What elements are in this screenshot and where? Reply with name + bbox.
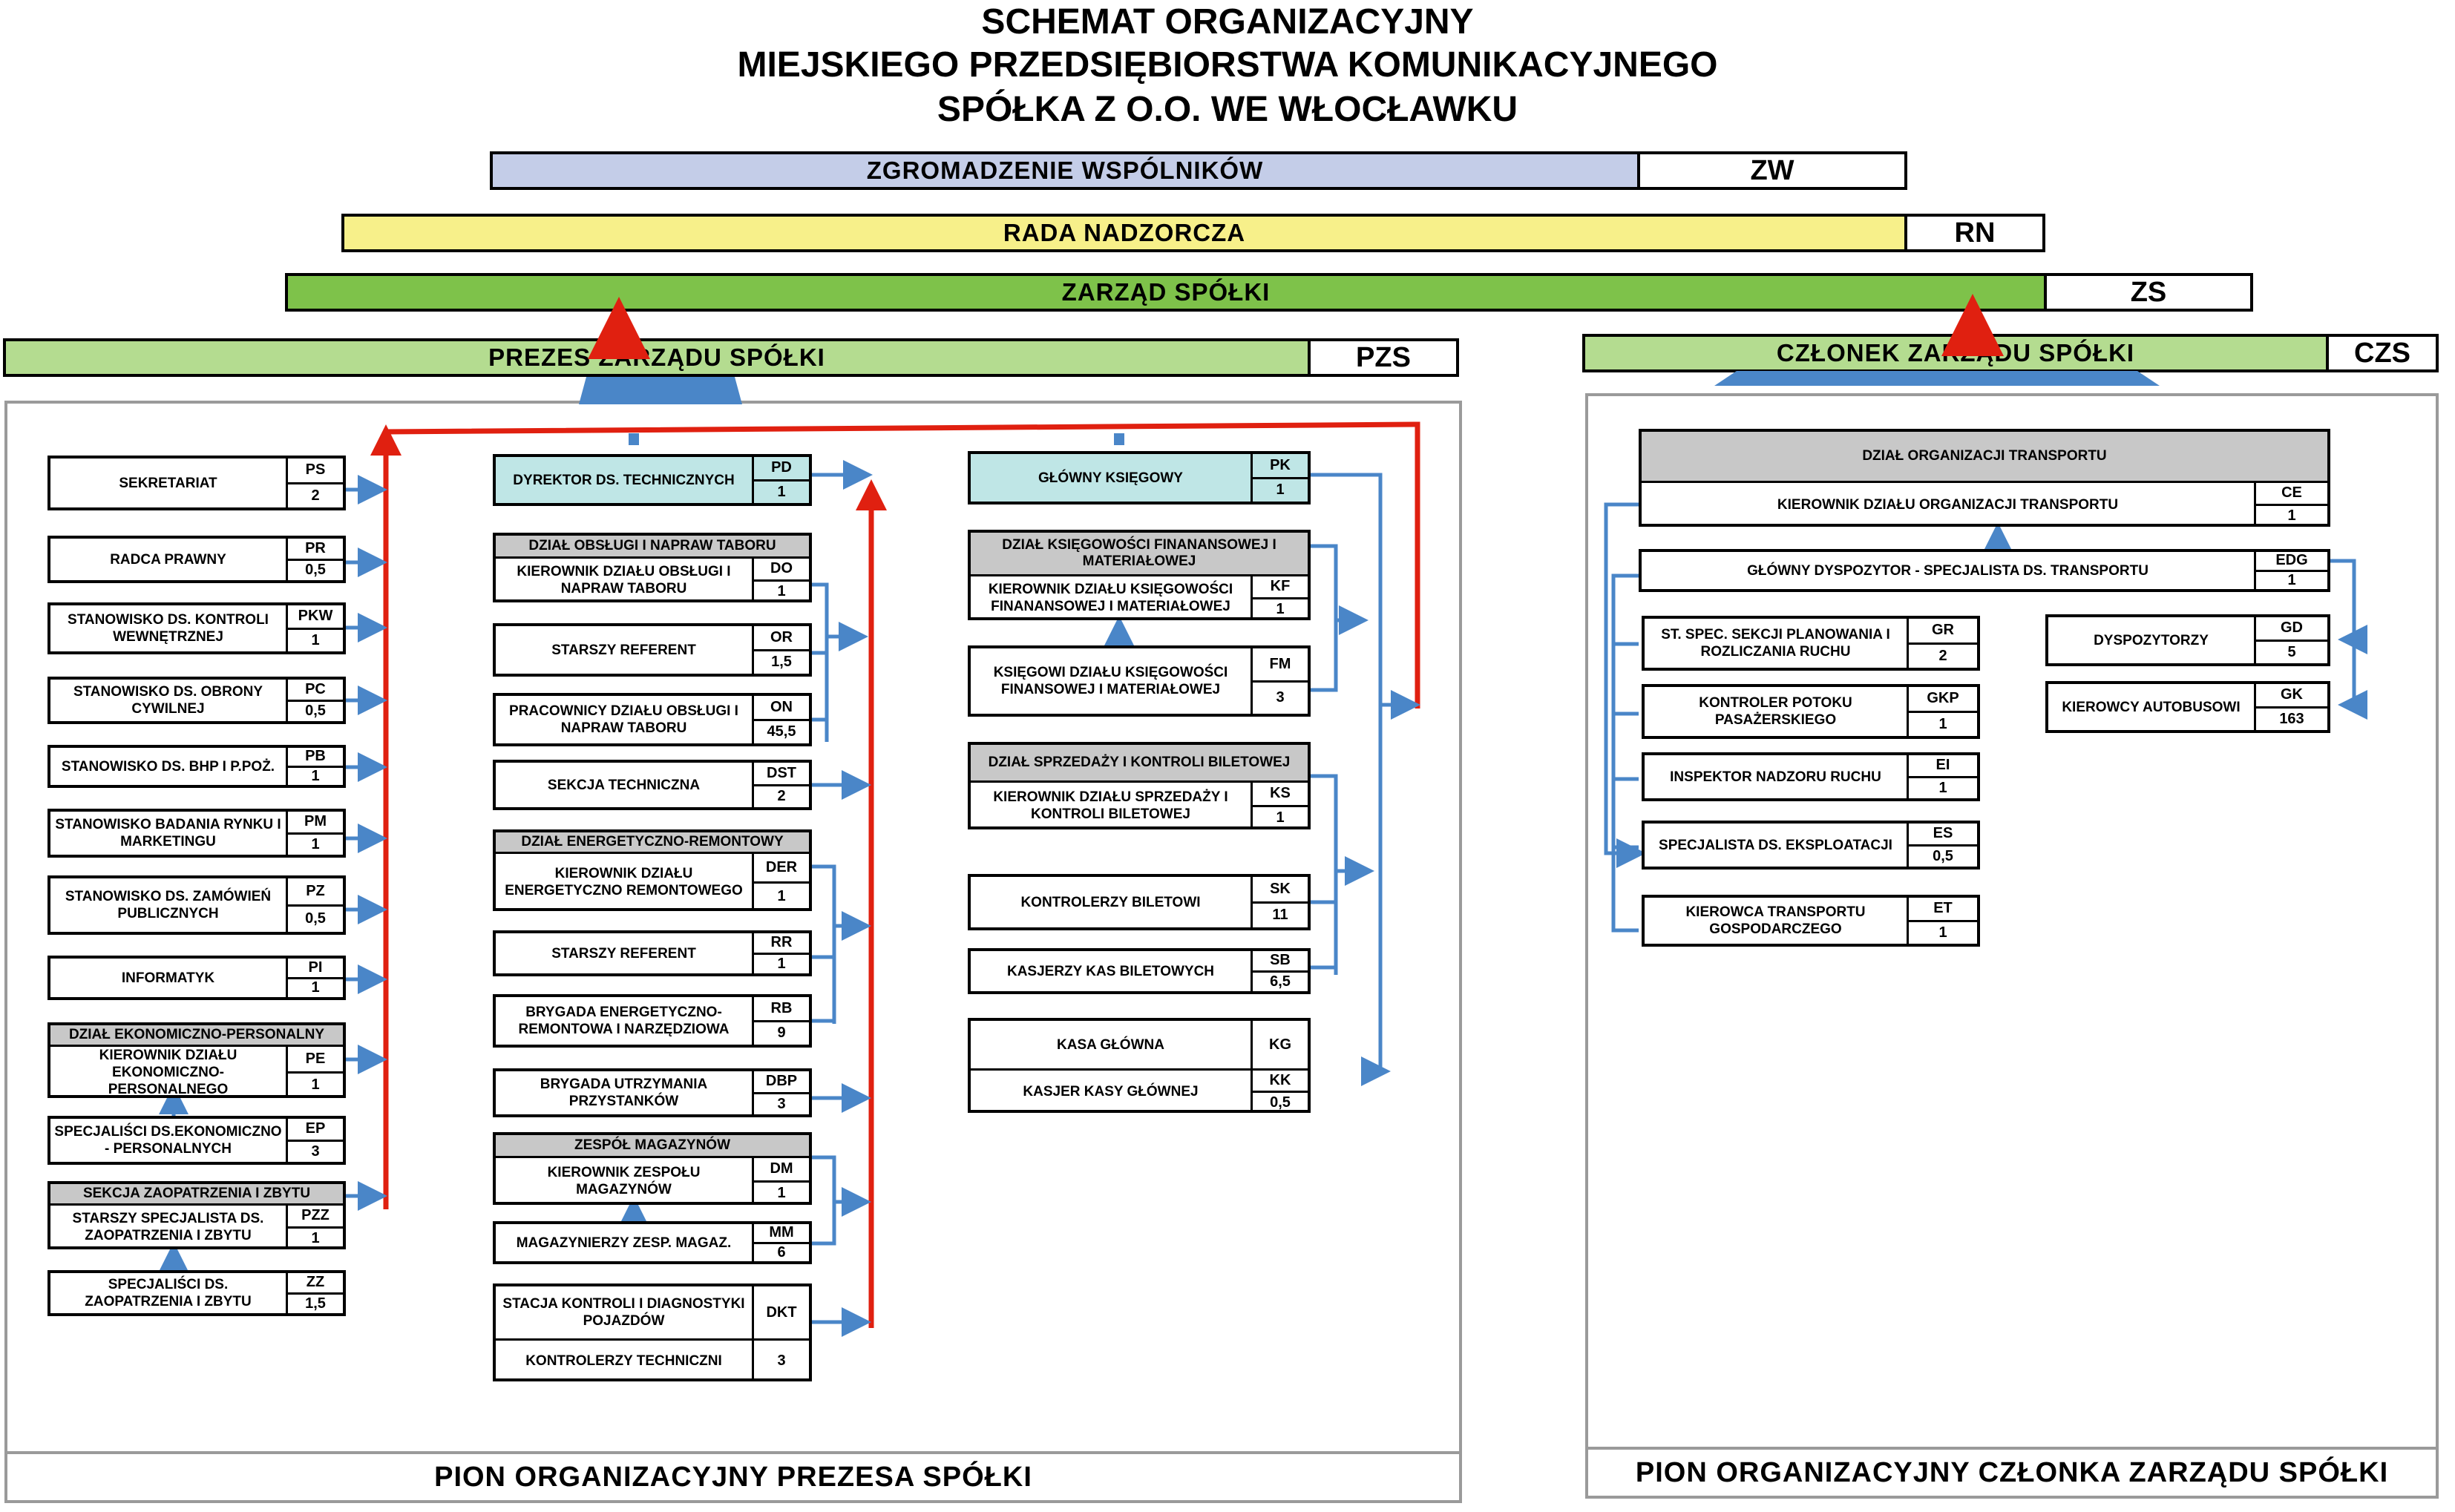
czs-code: CZS [2326,334,2439,372]
rn-code: RN [1904,214,2045,252]
dept-ksiegowosci: DZIAŁ KSIĘGOWOŚCI FINANANSOWEJ I MATERIA… [968,530,1311,620]
position-box: BRYGADA ENERGETYCZNO-REMONTOWA I NARZĘDZ… [493,994,812,1048]
glowny-dyspozytor-box: GŁÓWNY DYSPOZYTOR - SPECJALISTA DS. TRAN… [1639,549,2330,592]
pzs-code: PZS [1308,338,1459,377]
dept-ekonomiczno-personalny: DZIAŁ EKONOMICZNO-PERSONALNY KIEROWNIK D… [47,1022,346,1098]
pion-czlonka-label: PION ORGANIZACYJNY CZŁONKA ZARZĄDU SPÓŁK… [1585,1447,2439,1499]
stacja-kontroli-box: STACJA KONTROLI I DIAGNOSTYKI POJAZDÓW D… [493,1283,812,1381]
dept-energetyczno-remontowy: DZIAŁ ENERGETYCZNO-REMONTOWY KIEROWNIK D… [493,829,812,911]
position-box: STANOWISKO BADANIA RYNKU I MARKETINGU PM… [47,809,346,858]
position-box: ST. SPEC. SEKCJI PLANOWANIA I ROZLICZANI… [1642,616,1980,671]
red-distribution-line [383,421,1420,1209]
position-box: KSIĘGOWI DZIAŁU KSIĘGOWOŚCI FINANSOWEJ I… [968,645,1311,717]
pzs-bar: PREZES ZARZĄDU SPÓŁKI [3,338,1311,377]
zw-code: ZW [1637,151,1907,190]
chart-title-line1: SCHEMAT ORGANIZACYJNY [981,2,1474,42]
dept-zaopatrzenia: SEKCJA ZAOPATRZENIA I ZBYTU STARSZY SPEC… [47,1181,346,1249]
position-box: PRACOWNICY DZIAŁU OBSŁUGI I NAPRAW TABOR… [493,693,812,746]
pzs-connector [579,377,742,404]
pion-prezesa-label: PION ORGANIZACYJNY PREZESA SPÓŁKI [4,1451,1462,1503]
dept-sprzedazy-biletowej: DZIAŁ SPRZEDAŻY I KONTROLI BILETOWEJ KIE… [968,742,1311,829]
zs-bar: ZARZĄD SPÓŁKI [285,273,2047,312]
dept-organizacji-transportu: DZIAŁ ORGANIZACJI TRANSPORTU KIEROWNIK D… [1639,429,2330,527]
dept-zespol-magazynow: ZESPÓŁ MAGAZYNÓW KIEROWNIK ZESPOŁU MAGAZ… [493,1132,812,1205]
zs-code: ZS [2044,273,2253,312]
dept-obslugi-taboru: DZIAŁ OBSŁUGI I NAPRAW TABORU KIEROWNIK … [493,533,812,602]
position-box: SPECJALIŚCI DS.EKONOMICZNO - PERSONALNYC… [47,1116,346,1165]
chart-title-line2: MIEJSKIEGO PRZEDSIĘBIORSTWA KOMUNIKACYJN… [737,45,1718,85]
rn-bar: RADA NADZORCZA [341,214,1907,252]
chart-title-line3: SPÓŁKA Z O.O. WE WŁOCŁAWKU [937,90,1518,129]
czs-connector [1714,371,2160,386]
